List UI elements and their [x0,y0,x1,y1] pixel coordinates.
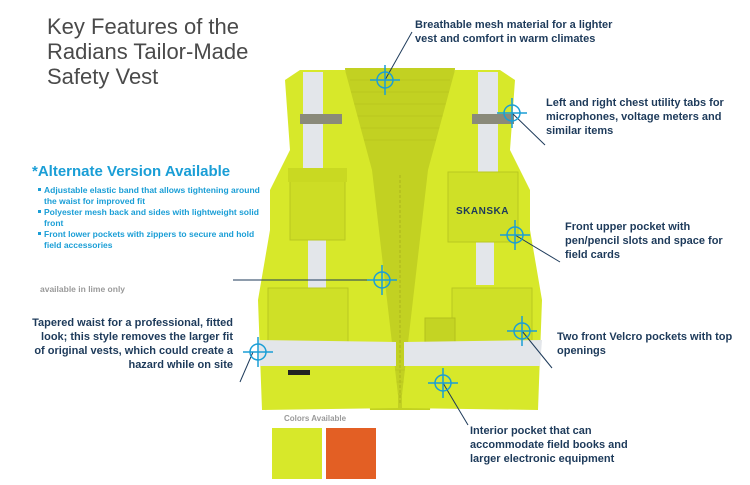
interior-pocket-marker [428,368,458,398]
callout-interior-pocket: Interior pocket that can accommodate fie… [470,425,628,465]
left-pocket-flap [288,168,347,182]
title-line-3: Safety Vest [47,64,159,89]
tapered-waist-marker [243,337,273,367]
alternate-heading: *Alternate Version Available [32,163,231,180]
alternate-version-marker [367,265,397,295]
left-chest-tab [300,114,342,124]
callout-tapered-waist: Tapered waist for a professional, fitted… [32,317,233,371]
alternate-bullet: Polyester mesh back and sides with light… [38,207,267,228]
color-swatch-lime [272,428,322,479]
title-line-1: Key Features of the [47,14,239,39]
callout-chest-tabs: Left and right chest utility tabs for mi… [546,97,724,137]
right-reflective-stripe [478,72,498,180]
mesh-marker [370,65,400,95]
right-reflective-stripe-lower [476,240,494,285]
color-swatch-orange [326,428,376,479]
brand-label: SKANSKA [456,206,509,217]
right-chest-tab [472,114,514,124]
page-title: Key Features of the Radians Tailor-Made … [47,14,287,89]
title-line-2: Radians Tailor-Made [47,39,249,64]
alternate-bullet: Front lower pockets with zippers to secu… [38,229,267,250]
upper-pocket-marker [500,220,530,250]
alternate-bullets: Adjustable elastic band that allows tigh… [32,185,267,250]
alternate-bullet: Adjustable elastic band that allows tigh… [38,185,267,206]
right-upper-pocket [447,171,519,243]
crosshair-markers [243,65,537,398]
callout-mesh: Breathable mesh material for a lighter v… [415,19,613,45]
lime-only-note: available in lime only [40,284,126,294]
velcro-pocket-marker [507,316,537,346]
callout-velcro-pockets: Two front Velcro pockets with top openin… [557,331,733,357]
alternate-version-section: *Alternate Version Available Adjustable … [32,163,267,251]
chest-tab-marker [497,98,527,128]
left-waist-reflective-band [258,340,396,366]
callout-upper-pocket: Front upper pocket with pen/pencil slots… [565,221,723,261]
colors-available-label: Colors Available [284,414,347,423]
left-reflective-stripe [303,72,323,180]
name-tag [288,370,310,375]
right-waist-reflective-band [404,340,542,366]
